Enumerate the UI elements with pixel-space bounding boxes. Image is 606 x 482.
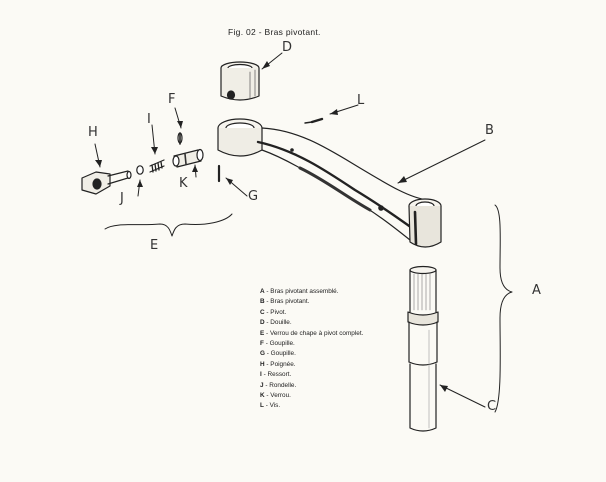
legend-text: - Poignée.	[266, 360, 296, 368]
legend-row: L - Vis.	[260, 401, 363, 411]
washer-part	[136, 165, 144, 175]
legend-key: H	[260, 360, 265, 368]
legend-key: D	[260, 319, 265, 327]
legend-key: B	[260, 298, 265, 306]
legend-text: - Goupille.	[266, 350, 296, 358]
legend-key: E	[260, 329, 265, 337]
callout-f: F	[168, 92, 176, 107]
legend-text: - Rondelle.	[265, 381, 297, 389]
legend-row: A - Bras pivotant assemblé.	[260, 287, 363, 297]
callout-e: E	[150, 238, 159, 253]
legend-text: - Verrou de chape à pivot complet.	[266, 329, 364, 337]
screw-part	[304, 117, 324, 124]
brace-e	[104, 213, 233, 237]
legend-row: G - Goupille.	[260, 349, 363, 359]
pin-f-part	[177, 132, 183, 145]
callout-d: D	[282, 40, 293, 55]
legend-row: F - Goupille.	[260, 339, 363, 349]
legend-row: K - Verrou.	[260, 391, 363, 401]
parts-legend: A - Bras pivotant assemblé.B - Bras pivo…	[260, 287, 363, 412]
legend-row: J - Rondelle.	[260, 381, 363, 391]
legend-text: - Goupille.	[265, 340, 295, 348]
legend-key: J	[260, 381, 264, 389]
bushing-part	[220, 61, 260, 101]
legend-text: - Ressort.	[263, 371, 292, 379]
legend-key: C	[260, 308, 265, 316]
legend-text: - Pivot.	[266, 308, 287, 316]
pivot-shaft-part	[407, 265, 439, 432]
handle-part	[81, 170, 132, 195]
legend-text: - Bras pivotant.	[266, 298, 310, 306]
brace-a	[494, 204, 513, 413]
legend-text: - Bras pivotant assemblé.	[266, 288, 339, 295]
legend-text: - Verrou.	[266, 392, 291, 400]
legend-text: - Douille.	[266, 319, 292, 327]
legend-key: K	[260, 392, 265, 400]
legend-key: A	[260, 288, 265, 295]
callout-k: K	[179, 176, 188, 191]
legend-row: D - Douille.	[260, 318, 363, 328]
callout-i: I	[147, 112, 151, 127]
legend-text: - Vis.	[265, 402, 281, 410]
legend-row: I - Ressort.	[260, 370, 363, 380]
legend-row: E - Verrou de chape à pivot complet.	[260, 329, 363, 339]
arrow-heads	[95, 61, 448, 392]
legend-row: H - Poignée.	[260, 360, 363, 370]
callout-g: G	[248, 189, 259, 204]
callout-h: H	[88, 125, 98, 140]
legend-key: L	[260, 402, 264, 410]
legend-key: I	[260, 371, 262, 379]
legend-row: C - Pivot.	[260, 308, 363, 318]
legend-row: B - Bras pivotant.	[260, 297, 363, 307]
callout-l: L	[357, 93, 365, 108]
callout-j: J	[120, 191, 124, 206]
spring-part	[149, 159, 165, 173]
lock-bolt-part	[172, 148, 204, 168]
callout-c: C	[487, 399, 497, 414]
legend-key: F	[260, 340, 264, 348]
legend-key: G	[260, 350, 265, 358]
swivel-arm-part	[217, 118, 442, 248]
callout-a: A	[532, 283, 541, 298]
callout-b: B	[485, 123, 494, 138]
figure-title: Fig. 02 - Bras pivotant.	[228, 27, 321, 37]
